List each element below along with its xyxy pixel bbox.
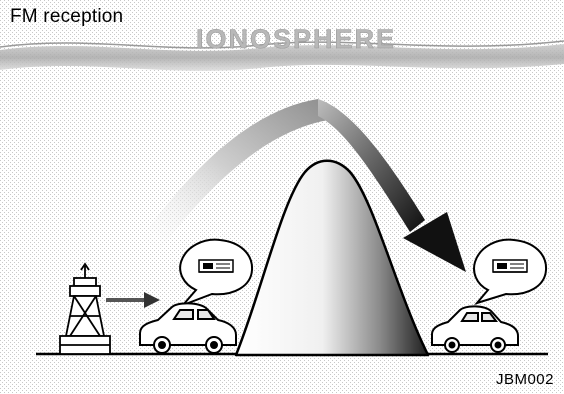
ionosphere-label: IONOSPHERE	[196, 24, 396, 54]
figure-code: JBM002	[496, 371, 554, 388]
diagram-title: FM reception	[10, 6, 123, 28]
